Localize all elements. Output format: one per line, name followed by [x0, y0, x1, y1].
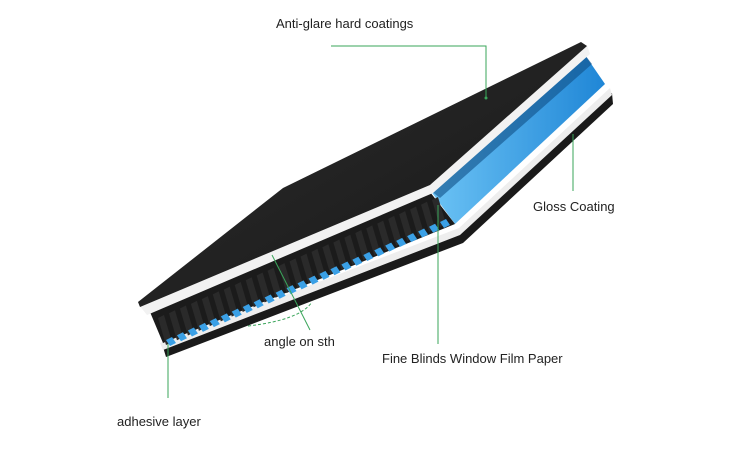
blind-slat-blue: [396, 237, 407, 247]
blind-slat-blue: [308, 275, 319, 285]
blind-slat-dark: [377, 220, 392, 251]
label-adhesive-layer: adhesive layer: [117, 414, 201, 429]
blind-slat-dark: [399, 211, 414, 242]
blind-slat-dark: [201, 296, 216, 327]
blind-slat-blue: [220, 313, 231, 323]
right-blinds-shadow: [430, 55, 592, 198]
blind-slat-dark: [333, 239, 348, 270]
blind-slat-blue: [264, 294, 275, 304]
blind-slat-dark: [421, 201, 436, 232]
blind-slat-blue: [418, 228, 429, 238]
blind-slat-blue: [166, 337, 176, 346]
blind-slat-dark: [322, 244, 337, 275]
blind-slat-blue: [330, 266, 341, 276]
blind-slat-dark: [234, 281, 249, 312]
label-fine-blinds: Fine Blinds Window Film Paper: [382, 351, 563, 366]
blind-slat-dark: [158, 315, 172, 345]
blind-slat-blue: [286, 285, 297, 295]
blind-slat-blue: [385, 242, 396, 252]
leader-dot-top: [484, 96, 488, 100]
blind-slat-blue: [275, 289, 286, 299]
blind-slat-blue: [440, 219, 450, 228]
blind-slat-dark: [223, 286, 238, 317]
blind-slat-blue: [242, 303, 253, 313]
blind-slat-blue: [374, 247, 385, 257]
blind-slat-dark: [190, 300, 205, 331]
left-blinds-chamber: [150, 192, 455, 343]
blind-slat-dark: [278, 263, 293, 294]
blind-slat-dark: [168, 310, 183, 341]
blind-slat-dark: [212, 291, 227, 322]
right-blinds-chamber: [430, 55, 605, 224]
blind-slat-blue: [341, 261, 352, 271]
blind-slat-blue: [297, 280, 308, 290]
blind-slat-dark: [366, 225, 381, 256]
anti-glare-top-layer: [138, 42, 587, 307]
blind-slats: [158, 197, 450, 346]
blind-slat-blue: [319, 270, 330, 280]
blind-slat-blue: [363, 252, 374, 262]
blind-slat-blue: [253, 299, 264, 309]
blind-slat-dark: [432, 197, 446, 227]
blind-slat-dark: [245, 277, 260, 308]
label-gloss-coating: Gloss Coating: [533, 199, 615, 214]
blind-slat-dark: [344, 234, 359, 265]
blind-slat-blue: [407, 233, 418, 243]
leader-lines: [167, 45, 574, 398]
label-angle: angle on sth: [264, 334, 335, 349]
blind-slat-dark: [388, 215, 403, 246]
blind-slat-dark: [300, 253, 315, 284]
blind-slat-blue: [352, 256, 363, 266]
blind-slat-dark: [289, 258, 304, 289]
leader-angle: [271, 254, 311, 331]
blind-slat-blue: [209, 318, 220, 328]
blind-slat-blue: [429, 223, 440, 233]
blind-slat-blue: [198, 322, 209, 332]
blind-slat-blue: [231, 308, 242, 318]
label-anti-glare: Anti-glare hard coatings: [276, 16, 414, 31]
angle-arc: [247, 301, 313, 327]
blind-slat-blue: [187, 327, 198, 337]
leader-top: [331, 45, 487, 98]
blind-slat-dark: [256, 272, 271, 303]
blind-slat-dark: [311, 248, 326, 279]
blind-slat-dark: [410, 206, 425, 237]
blind-slat-dark: [355, 230, 370, 261]
blind-slat-dark: [179, 305, 194, 336]
blind-slat-dark: [267, 267, 282, 298]
blind-slat-blue: [176, 332, 187, 342]
